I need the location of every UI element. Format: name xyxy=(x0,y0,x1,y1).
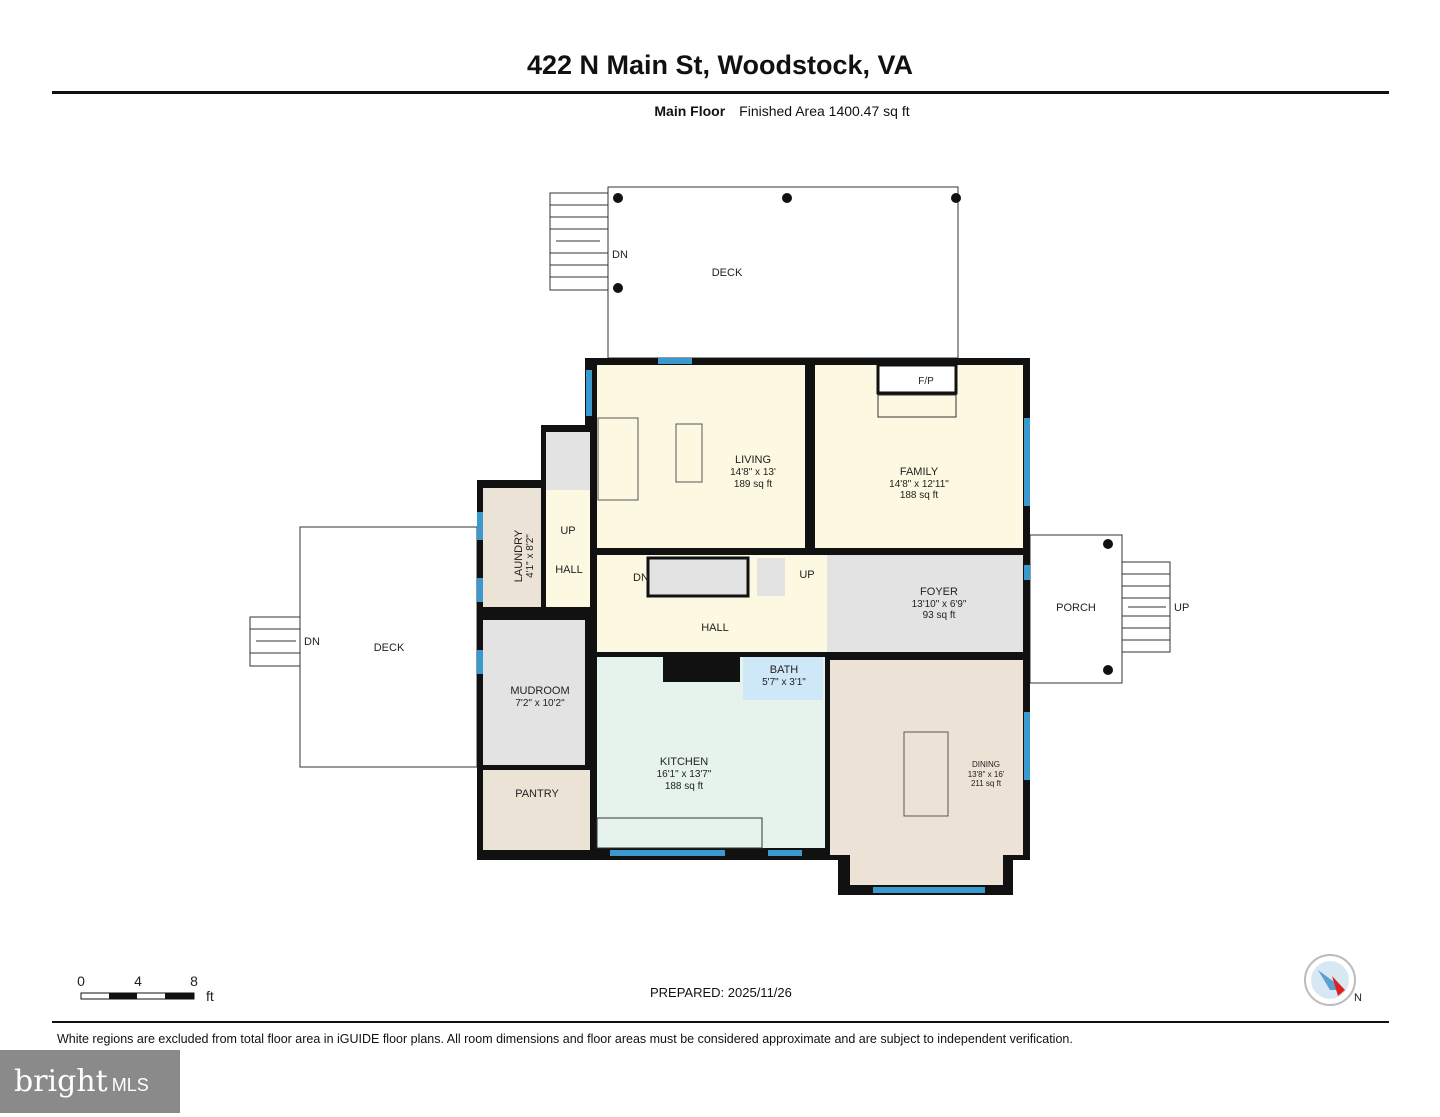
stairs-down xyxy=(646,556,750,598)
family-label: FAMILY xyxy=(900,466,939,478)
room-hall-small xyxy=(546,490,590,607)
scale-unit: ft xyxy=(206,988,214,1004)
foyer-area: 93 sq ft xyxy=(923,610,956,621)
windows xyxy=(477,358,1030,893)
stairs-up-label: UP xyxy=(1174,602,1189,614)
dining-dims: 13'8" x 16' xyxy=(968,770,1005,779)
stairs-porch xyxy=(1121,561,1171,653)
deck-left-label: DECK xyxy=(374,642,405,654)
logo-text: bright xyxy=(14,1064,108,1099)
dining-table xyxy=(903,731,949,817)
foyer-dims: 13'10" x 6'9" xyxy=(912,599,967,610)
mudroom-label: MUDROOM xyxy=(510,685,569,697)
compass-north-label: N xyxy=(1354,992,1362,1004)
pantry-label: PANTRY xyxy=(515,788,559,800)
prepared-date: PREPARED: 2025/11/26 xyxy=(650,985,792,1000)
disclaimer: White regions are excluded from total fl… xyxy=(57,1032,1073,1046)
room-foyer xyxy=(827,555,1023,652)
stairs-up-label: UP xyxy=(799,569,814,581)
hall-label: HALL xyxy=(701,622,729,634)
divider xyxy=(52,91,1389,94)
coffee-table xyxy=(675,423,703,483)
stairs-deck-left xyxy=(249,616,301,667)
sofa xyxy=(597,417,639,501)
porch xyxy=(1029,534,1123,684)
dining-area: 211 sq ft xyxy=(971,779,1002,788)
room-bath xyxy=(743,657,823,700)
bath-dims: 5'7" x 3'1" xyxy=(762,677,806,688)
laundry-label: LAUNDRY xyxy=(513,529,525,582)
living-dims: 14'8" x 13' xyxy=(730,467,776,478)
stairs-up-hall xyxy=(546,432,590,490)
kitchen-label: KITCHEN xyxy=(660,756,708,768)
mudroom-dims: 7'2" x 10'2" xyxy=(515,698,565,709)
foyer-label: FOYER xyxy=(920,586,958,598)
stairs-down-label: DN xyxy=(633,572,649,584)
scale-bar xyxy=(80,992,195,1000)
room-pantry xyxy=(483,770,590,850)
family-dims: 14'8" x 12'11" xyxy=(889,479,949,490)
hall-small-label: HALL xyxy=(555,564,583,576)
kitchen-counter xyxy=(596,817,763,849)
kitchen-dims: 16'1" x 13'7" xyxy=(657,769,712,780)
scale-tick: 8 xyxy=(190,973,198,989)
stairs-down-label: DN xyxy=(304,636,320,648)
floor-name: Main Floor xyxy=(654,103,726,119)
stairs-deck-top xyxy=(549,192,609,291)
deck-top xyxy=(607,186,959,359)
kitchen-area: 188 sq ft xyxy=(665,781,704,792)
deck-top-label: DECK xyxy=(712,267,743,279)
page-title: 422 N Main St, Woodstock, VA xyxy=(526,50,914,80)
floor-summary: Main Floor Finished Area 1400.47 sq ft xyxy=(0,103,1440,119)
compass-icon xyxy=(1304,954,1356,1006)
room-living xyxy=(597,365,805,548)
porch-label: PORCH xyxy=(1056,602,1096,614)
laundry-dims: 4'1" x 8'2" xyxy=(525,534,536,578)
scale-tick: 0 xyxy=(77,973,85,989)
stairs-down-label: DN xyxy=(612,249,628,261)
dining-label: DINING xyxy=(972,760,1000,769)
stairs-up xyxy=(757,558,785,596)
fireplace-label: F/P xyxy=(918,376,934,387)
fireplace xyxy=(876,363,958,395)
scale-tick: 4 xyxy=(134,973,142,989)
finished-area: Finished Area 1400.47 sq ft xyxy=(739,103,910,119)
deck-left xyxy=(299,526,478,768)
room-mudroom xyxy=(483,620,585,765)
logo-suffix: MLS xyxy=(111,1075,149,1095)
room-laundry xyxy=(483,488,541,607)
divider xyxy=(52,1021,1389,1023)
deck-posts xyxy=(613,193,961,293)
living-label: LIVING xyxy=(735,454,771,466)
stairs-up-label: UP xyxy=(560,525,575,537)
family-area: 188 sq ft xyxy=(900,490,939,501)
living-area: 189 sq ft xyxy=(734,479,773,490)
bath-label: BATH xyxy=(770,664,799,676)
